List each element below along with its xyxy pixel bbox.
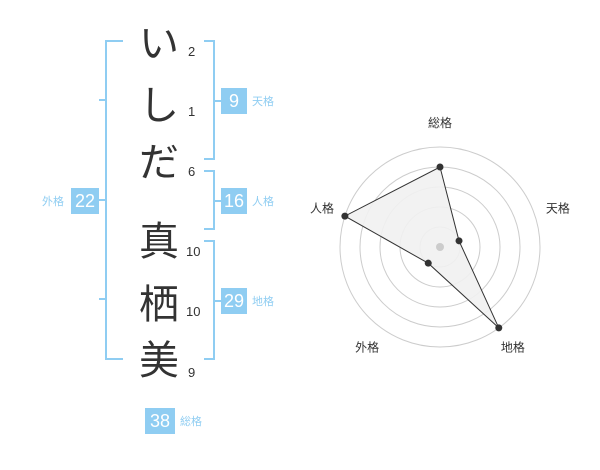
tenkaku-label: 天格 (252, 95, 274, 108)
tenkaku-badge: 9 (221, 88, 247, 114)
stroke-count-2: 1 (188, 104, 196, 119)
chikaku-label: 地格 (252, 295, 274, 308)
name-char-1: い (139, 21, 179, 67)
stroke-count-5: 10 (186, 304, 201, 319)
radar-center-dot (436, 243, 444, 251)
soukaku-badge: 38 (145, 408, 175, 434)
radar-area (343, 166, 500, 329)
stroke-count-4: 10 (186, 244, 201, 259)
name-char-4: 真 (139, 219, 179, 265)
name-char-6: 美 (139, 338, 179, 384)
radar-point-4 (424, 259, 432, 267)
radar-axis-label-5: 人格 (310, 201, 334, 216)
soukaku-label: 総格 (180, 415, 202, 428)
stroke-count-3: 6 (188, 164, 196, 179)
jinkaku-badge: 16 (221, 188, 247, 214)
radar-point-3 (495, 324, 503, 332)
radar-point-5 (341, 212, 349, 220)
name-char-2: し (139, 83, 179, 129)
gaikaku-badge: 22 (71, 188, 99, 214)
radar-axis-label-2: 天格 (546, 201, 570, 216)
name-char-5: 栖 (139, 282, 179, 328)
jinkaku-label: 人格 (252, 195, 274, 208)
radar-point-2 (455, 237, 463, 245)
radar-point-1 (436, 163, 444, 171)
stroke-count-1: 2 (188, 44, 196, 59)
radar-axis-label-1: 総格 (428, 115, 452, 130)
stroke-count-6: 9 (188, 365, 196, 380)
radar-axis-label-4: 外格 (355, 339, 379, 354)
chikaku-badge: 29 (221, 288, 247, 314)
name-char-3: だ (139, 140, 179, 186)
radar-axis-label-3: 地格 (501, 339, 525, 354)
radar-grid-ring-5 (339, 146, 541, 348)
gaikaku-label: 外格 (42, 195, 64, 208)
